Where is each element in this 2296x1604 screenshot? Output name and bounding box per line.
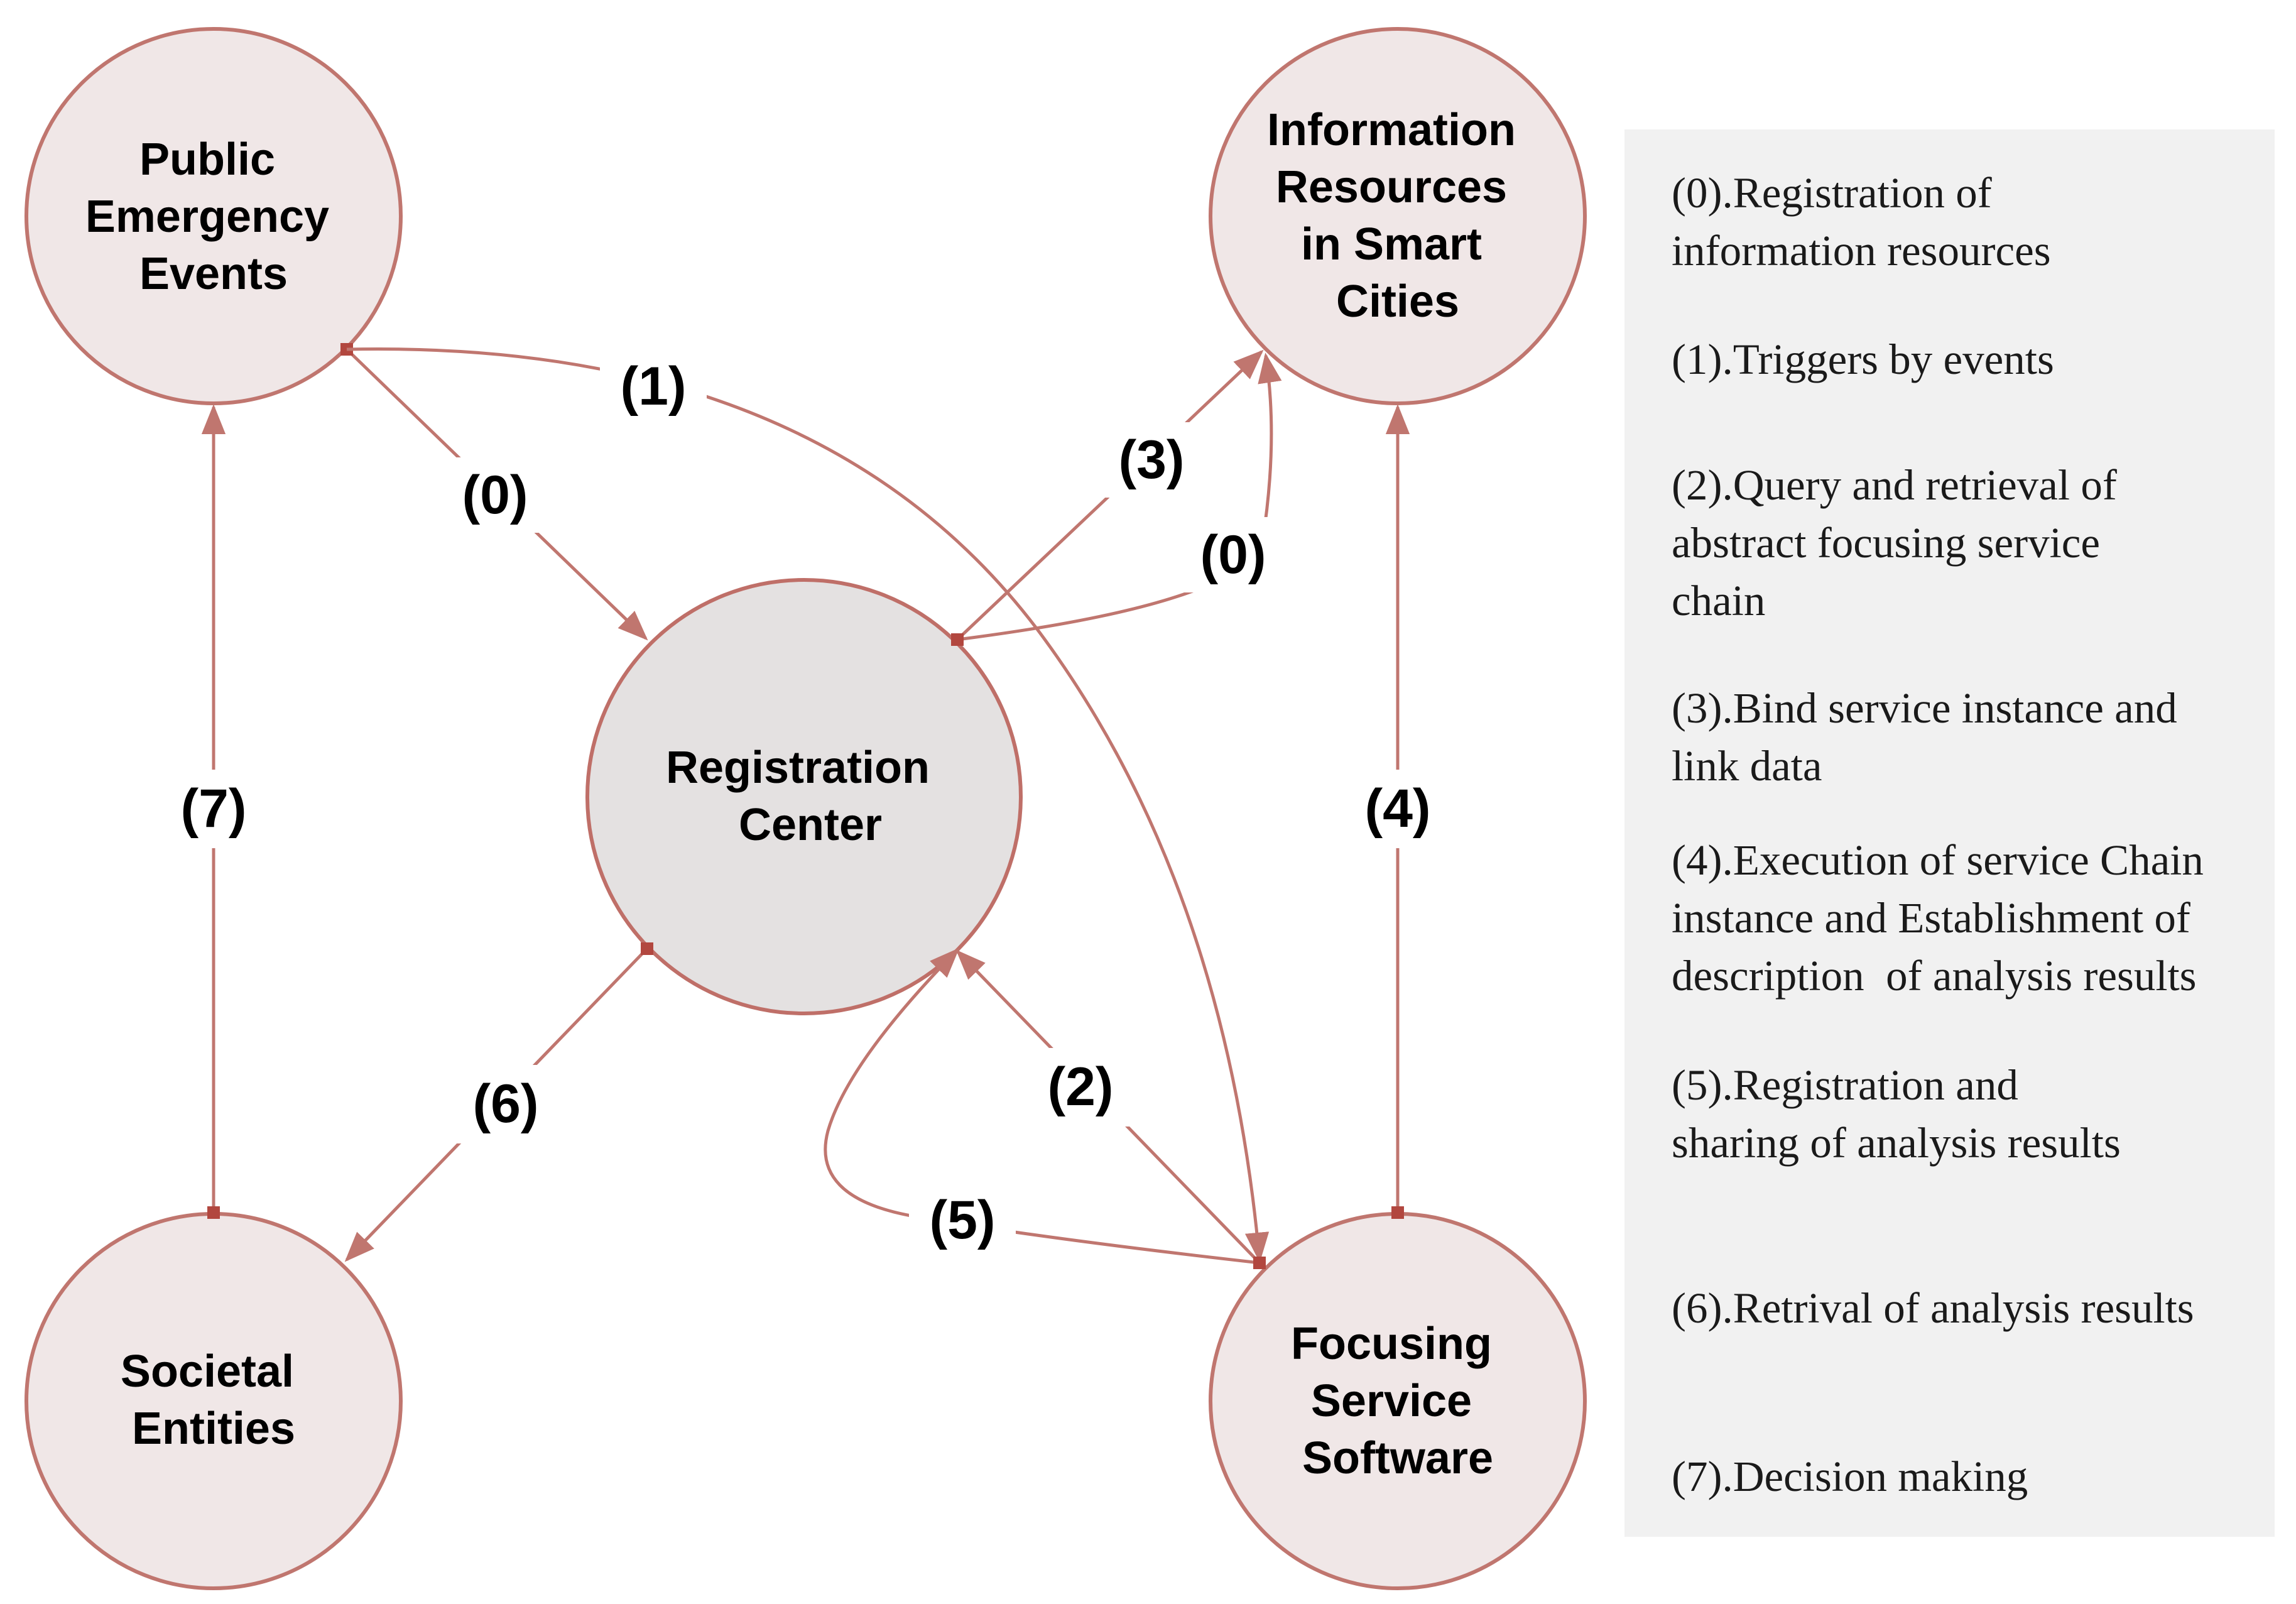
edge-0-events-to-registration: (0) bbox=[340, 343, 648, 641]
node-label-line: Public bbox=[139, 134, 275, 185]
edge-label-e1: (1) bbox=[620, 356, 686, 417]
legend-item-7: (7).Decision making bbox=[1672, 1453, 2028, 1500]
edge-label-bg bbox=[452, 1065, 559, 1143]
edge-label-e0-events: (0) bbox=[462, 465, 528, 525]
node-societal-entities: Societal Entities bbox=[24, 1212, 403, 1590]
node-label-line: Cities bbox=[1336, 276, 1459, 327]
node-label-line: Resources bbox=[1276, 162, 1507, 212]
node-label-line: Center bbox=[739, 800, 882, 850]
node-public-emergency-events: Public Emergency Events bbox=[24, 27, 403, 405]
edge-label-bg bbox=[1096, 422, 1203, 498]
svg-text:Information Resources: Information Resources in Smart Cities bbox=[1267, 105, 1528, 327]
source-marker bbox=[951, 633, 964, 646]
edge-7-societal-to-events: (7) bbox=[160, 404, 267, 1219]
legend-panel: (0).Registration of information resource… bbox=[1624, 129, 2275, 1537]
edge-0-registration-to-info: (0) bbox=[951, 352, 1288, 646]
source-marker bbox=[1391, 1206, 1404, 1219]
edge-4-focusing-to-info: (4) bbox=[1344, 404, 1451, 1219]
edge-6-registration-to-societal: (6) bbox=[344, 942, 653, 1262]
edge-label-bg bbox=[1344, 770, 1451, 848]
edge-label-e4: (4) bbox=[1364, 778, 1430, 839]
node-label-line: in Smart bbox=[1301, 219, 1482, 270]
edge-label-e2: (2) bbox=[1047, 1057, 1113, 1117]
legend-item-3: (3).Bind service instance and link data bbox=[1672, 684, 2177, 790]
node-label-line: Societal bbox=[121, 1346, 294, 1397]
node-registration-center: Registration Center bbox=[585, 578, 1023, 1015]
svg-text:Societal Entities: Societal Entities bbox=[121, 1346, 307, 1454]
node-label-line: Events bbox=[139, 249, 288, 299]
node-label-line: Emergency bbox=[85, 192, 329, 242]
edge-label-e5: (5) bbox=[929, 1190, 995, 1250]
node-focusing-service-software: Focusing Service Software bbox=[1209, 1212, 1587, 1590]
legend-item-1: (1).Triggers by events bbox=[1672, 336, 2054, 383]
svg-text:Public Emergency E: Public Emergency Events bbox=[85, 134, 342, 299]
edge-label-bg bbox=[909, 1181, 1016, 1260]
edge-label-e0-info: (0) bbox=[1200, 525, 1266, 585]
legend-item-5: (5).Registration and sharing of analysis… bbox=[1672, 1061, 2121, 1167]
edge-label-bg bbox=[440, 457, 547, 533]
edge-label-bg bbox=[160, 770, 267, 848]
node-information-resources: Information Resources in Smart Cities bbox=[1209, 27, 1587, 405]
node-label-line: Service bbox=[1311, 1376, 1472, 1426]
source-marker bbox=[641, 942, 653, 955]
node-label-line: Entities bbox=[132, 1404, 295, 1454]
svg-text:Focusing Service S: Focusing Service Software bbox=[1291, 1319, 1504, 1483]
node-label-line: Information bbox=[1267, 105, 1516, 155]
legend-item-0: (0).Registration of information resource… bbox=[1672, 169, 2051, 275]
edge-label-bg bbox=[600, 349, 707, 424]
edge-label-bg bbox=[1181, 517, 1288, 592]
edge-label-bg bbox=[1027, 1048, 1134, 1127]
svg-text:Registration Center: Registration Center bbox=[666, 743, 942, 850]
source-marker bbox=[207, 1206, 220, 1219]
source-marker bbox=[1253, 1257, 1266, 1269]
edge-label-e3: (3) bbox=[1118, 430, 1184, 490]
legend-item-2: (2).Query and retrieval of abstract focu… bbox=[1672, 461, 2117, 625]
edge-label-e6: (6) bbox=[472, 1074, 538, 1134]
node-label-line: Software bbox=[1302, 1433, 1493, 1483]
edge-label-e7: (7) bbox=[180, 778, 246, 839]
edge-5-focusing-to-registration: (5) bbox=[824, 947, 1266, 1269]
node-label-line: Registration bbox=[666, 743, 930, 793]
edge-2-focusing-to-registration: (2) bbox=[955, 949, 1261, 1264]
legend-item-6: (6).Retrival of analysis results bbox=[1672, 1284, 2194, 1332]
edge-3-registration-to-info: (3) bbox=[956, 349, 1264, 641]
legend-item-4: (4).Execution of service Chain instance … bbox=[1672, 836, 2204, 1000]
node-label-line: Focusing bbox=[1291, 1319, 1492, 1369]
